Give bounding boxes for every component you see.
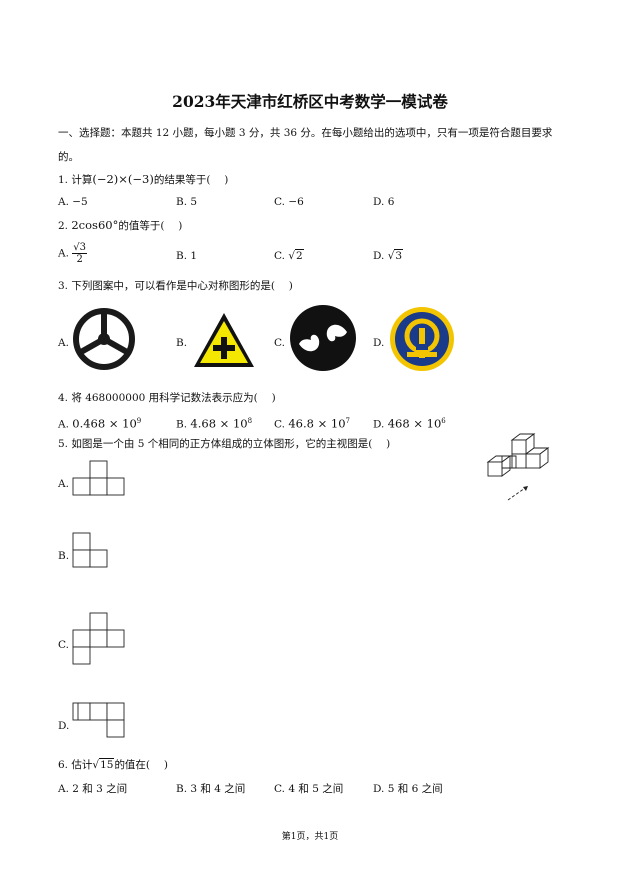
q2-suffix: 的值等于( ) — [118, 220, 183, 232]
section-heading-cont: 的。 — [58, 151, 79, 163]
q5-option-b-view — [72, 532, 108, 568]
q1-option-a[interactable]: A. −5 — [58, 196, 88, 208]
railway-logo-icon — [390, 307, 454, 371]
q6-option-a[interactable]: A. 2 和 3 之间 — [58, 783, 128, 795]
q4-option-c[interactable]: C. 46.8 × 107 — [274, 414, 350, 432]
fraction-numerator: √3 — [72, 242, 87, 254]
q4-option-a-label: A. — [58, 418, 69, 431]
q1-option-b[interactable]: B. 5 — [176, 196, 198, 208]
q2-option-c-label: C. — [274, 250, 285, 262]
q1-option-d[interactable]: D. 6 — [373, 196, 395, 208]
q4-option-b-label: B. — [176, 418, 188, 431]
q5-option-b[interactable]: B. — [58, 550, 70, 562]
q4-option-d[interactable]: D. 468 × 106 — [373, 414, 446, 432]
q3-option-c[interactable]: C. — [274, 337, 285, 349]
question-2: 2. 2cos60°的值等于( ) — [58, 218, 182, 233]
q5-option-a-view — [72, 460, 125, 496]
q6-option-c[interactable]: C. 4 和 5 之间 — [274, 783, 344, 795]
q5-option-c-view — [72, 612, 125, 665]
question-1: 1. 计算(−2)×(−3)的结果等于( ) — [58, 172, 228, 187]
steering-wheel-icon — [73, 308, 135, 370]
q6-option-b[interactable]: B. 3 和 4 之间 — [176, 783, 246, 795]
q6-prefix: 6. 估计 — [58, 759, 93, 771]
q5-option-c[interactable]: C. — [58, 639, 69, 651]
q3-option-b[interactable]: B. — [176, 337, 188, 349]
q2-option-a-label: A. — [58, 247, 69, 260]
q4-option-a-base: 0.468 × 10 — [72, 416, 137, 431]
q2-option-d[interactable]: D. √3 — [373, 249, 404, 262]
q4-option-b-exponent: 8 — [247, 417, 253, 425]
page-title: 2023年天津市红桥区中考数学一模试卷 — [172, 92, 448, 111]
q1-expression: (−2)×(−3) — [92, 172, 154, 186]
warning-cross-icon — [194, 313, 254, 367]
fraction-denominator: 2 — [76, 254, 83, 265]
q2-option-c[interactable]: C. √2 — [274, 249, 304, 262]
q4-option-d-exponent: 6 — [441, 417, 446, 425]
q4-option-a-exponent: 9 — [136, 417, 142, 425]
q3-option-d[interactable]: D. — [373, 337, 385, 349]
radicand: 3 — [394, 249, 404, 262]
q4-option-c-label: C. — [274, 418, 285, 431]
q4-option-c-base: 46.8 × 10 — [288, 416, 346, 431]
q2-option-b[interactable]: B. 1 — [176, 250, 198, 262]
q4-option-b-base: 4.68 × 10 — [190, 416, 248, 431]
q5-option-d[interactable]: D. — [58, 720, 70, 732]
q6-option-d[interactable]: D. 5 和 6 之间 — [373, 783, 443, 795]
q2-prefix: 2. — [58, 220, 72, 232]
yin-yang-icon — [290, 305, 356, 371]
q6-radicand: 15 — [99, 758, 115, 771]
q1-suffix: 的结果等于( ) — [153, 174, 229, 186]
q1-prefix: 1. 计算 — [58, 174, 93, 186]
q5-option-d-view — [72, 702, 125, 738]
q5-option-a[interactable]: A. — [58, 478, 69, 490]
section-heading: 一、选择题：本题共 12 小题，每小题 3 分，共 36 分。在每小题给出的选项… — [58, 127, 553, 139]
q6-suffix: 的值在( ) — [114, 759, 168, 771]
q1-option-c[interactable]: C. −6 — [274, 196, 304, 208]
radicand: 2 — [295, 249, 304, 262]
q2-expression: 2cos60° — [71, 218, 119, 232]
question-6: 6. 估计√15的值在( ) — [58, 758, 168, 771]
question-3: 3. 下列图案中，可以看作是中心对称图形的是( ) — [58, 280, 293, 292]
question-5: 5. 如图是一个由 5 个相同的正方体组成的立体图形，它的主视图是( ) — [58, 438, 391, 450]
page-footer: 第1页，共1页 — [281, 832, 339, 842]
q4-option-b[interactable]: B. 4.68 × 108 — [176, 414, 252, 432]
q4-option-d-base: 468 × 10 — [387, 416, 442, 431]
q2-option-d-label: D. — [373, 250, 385, 262]
solid-figure-diagram — [486, 433, 550, 501]
q4-option-a[interactable]: A. 0.468 × 109 — [58, 414, 141, 432]
q4-option-c-exponent: 7 — [345, 417, 350, 425]
question-4: 4. 将 468000000 用科学记数法表示应为( ) — [58, 392, 276, 404]
q4-option-d-label: D. — [373, 418, 385, 431]
q3-option-a[interactable]: A. — [58, 337, 69, 349]
